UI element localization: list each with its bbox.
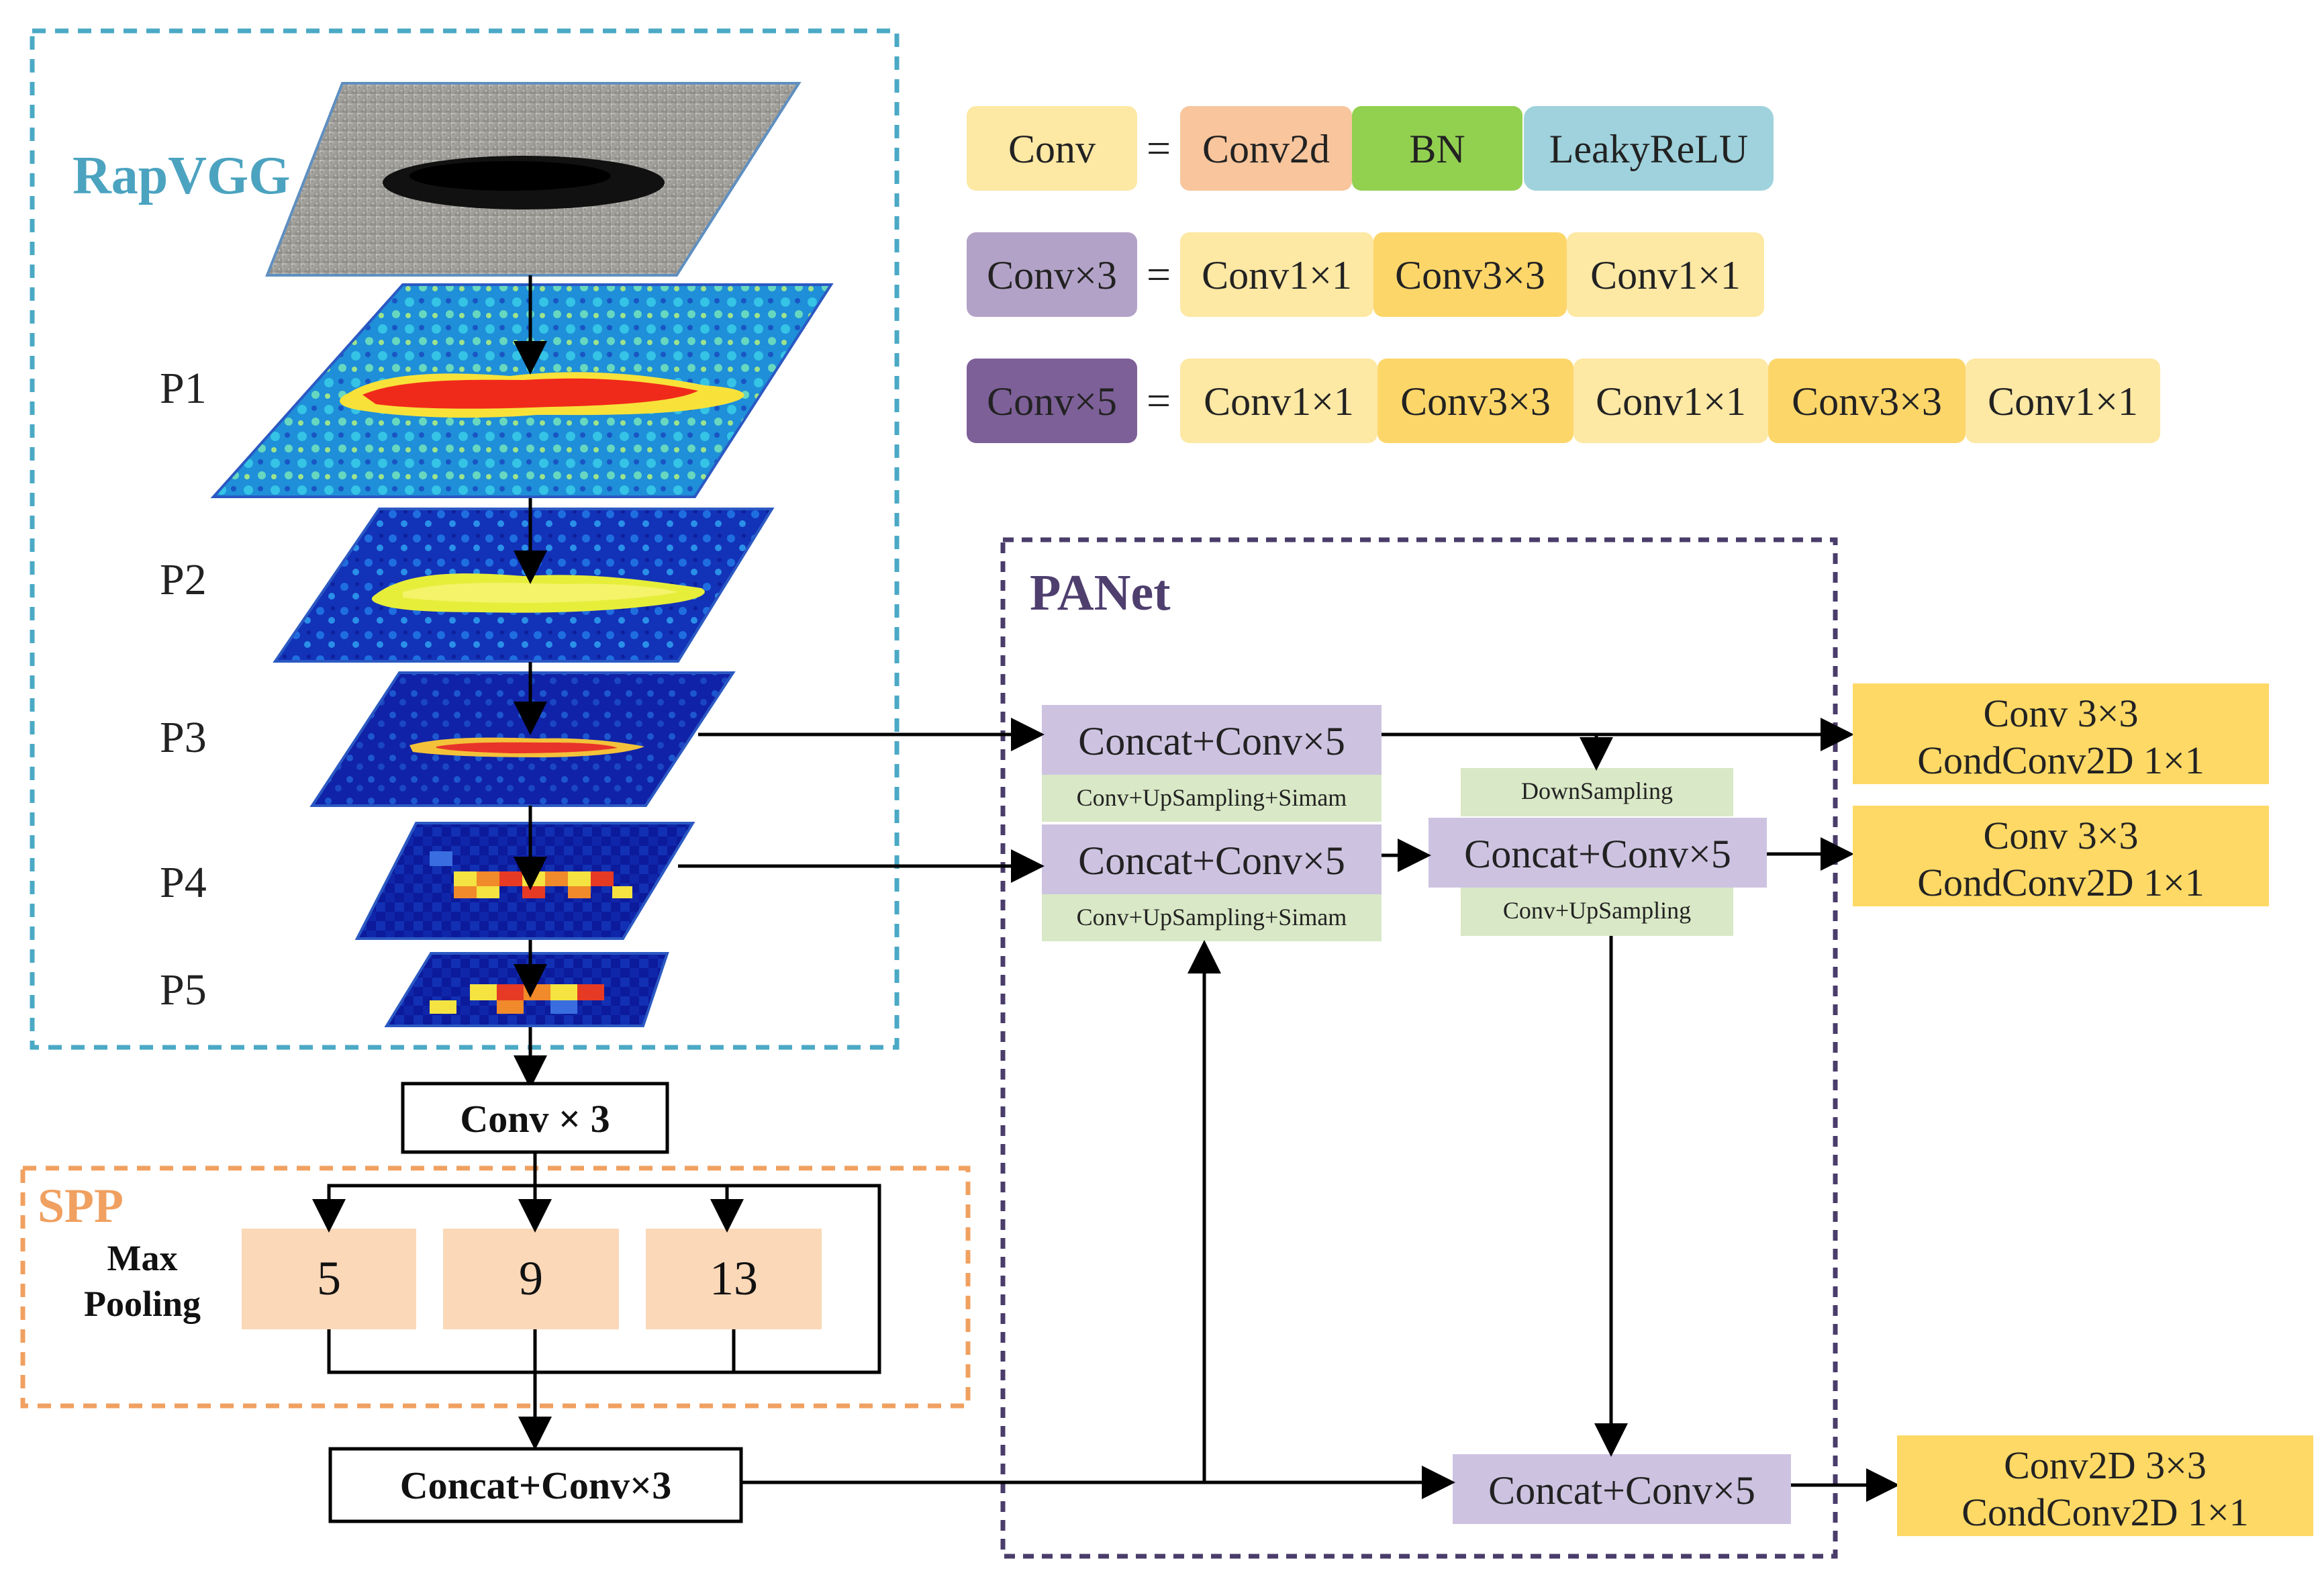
legend-bn: BN [1409,127,1465,171]
panet-frame [1000,537,1838,1559]
panet-up2: Conv+UpSampling+Simam [1077,904,1347,931]
legend-equals-2: = [1147,250,1171,298]
panet-concat1-box [1042,705,1382,775]
legend-conv5-part3: Conv1×1 [1596,379,1746,424]
concat-conv3-box [328,1447,743,1523]
concat-conv3-label: Concat+Conv×3 [400,1464,671,1507]
legend-conv5-label: Conv×5 [987,379,1117,424]
head-3-line1: Conv2D 3×3 [2004,1443,2207,1487]
panet-up2-box [1042,894,1382,941]
legend-conv2d: Conv2d [1202,127,1330,171]
pool-13-label: 13 [710,1251,758,1305]
legend-conv3-part3: Conv1×1 [1590,253,1741,297]
legend-conv-label: Conv [1008,127,1096,171]
label-p3: P3 [160,713,207,762]
legend-conv5-part1: Conv1×1 [1204,379,1354,424]
panet-concat4-box [1453,1454,1791,1524]
legend-conv3-label: Conv×3 [987,253,1117,297]
feature-map-p3 [309,671,736,807]
panet-up3: Conv+UpSampling [1503,897,1691,924]
legend-conv3-label-box [967,232,1137,317]
spp-connectors [312,1152,881,1450]
feature-map-p5 [384,952,669,1027]
detection-heads: Conv 3×3 CondConv2D 1×1 Conv 3×3 CondCon… [1853,683,2313,1536]
legend-conv5-part4: Conv3×3 [1792,379,1942,424]
conv3-box [401,1082,669,1154]
feature-map-p2 [273,508,775,663]
legend-conv5-label-box [967,359,1137,443]
pool-9-box [443,1229,619,1329]
rapvgg-frame [30,28,900,1050]
panet-up3-box [1461,888,1733,936]
panet-concat3-box [1429,818,1767,888]
head-2-line1: Conv 3×3 [1984,814,2139,857]
pool-5-box [242,1229,416,1329]
pool-9-label: 9 [519,1251,543,1305]
input-pothole-image [265,82,802,277]
panet-up1-box [1042,775,1382,822]
legend-conv-label-box [967,106,1137,191]
neck: Conv × 3 SPP Max Pooling 5 9 13 Concat+C… [20,1082,971,1523]
rapvgg-backbone: RapVGG [30,28,900,1089]
legend-conv3-part2-box [1373,232,1567,317]
panet-arrows [678,718,1900,1502]
label-p5: P5 [160,965,207,1014]
pool-13-box [646,1229,822,1329]
head-1-line2: CondConv2D 1×1 [1917,739,2204,782]
legend-conv5-part3-box [1573,359,1768,443]
legend-conv5-part5-box [1966,359,2160,443]
panet-concat1: Concat+Conv×5 [1078,719,1345,763]
panet-concat2-box [1042,824,1382,894]
head-1-line1: Conv 3×3 [1984,692,2139,735]
feature-map-p1 [210,283,834,498]
max-pooling-label-line2: Pooling [84,1284,201,1324]
legend-conv3-part2: Conv3×3 [1395,253,1545,297]
label-p4: P4 [160,858,207,907]
head-3-line2: CondConv2D 1×1 [1962,1490,2248,1534]
legend-conv2d-box [1180,106,1352,191]
legend-conv5-part1-box [1180,359,1377,443]
panet-concat4: Concat+Conv×5 [1488,1468,1755,1513]
p4-activation-blocks [430,851,632,898]
panet-concat3: Concat+Conv×5 [1464,832,1731,876]
panet: PANet Concat+Conv×5 Conv+UpSampling+Sima… [678,537,1900,1559]
label-p1: P1 [160,364,207,413]
legend-leakyrelu: LeakyReLU [1549,127,1749,171]
pool-5-label: 5 [317,1251,341,1305]
legend-conv5-part2-box [1377,359,1573,443]
head-2-box [1853,806,2269,906]
legend-equals-1: = [1147,124,1171,172]
conv3-box-label: Conv × 3 [460,1097,610,1141]
legend-conv5-part2: Conv3×3 [1400,379,1551,424]
legend-leakyrelu-box [1524,106,1774,191]
head-1-box [1853,683,2269,784]
panet-up1: Conv+UpSampling+Simam [1077,784,1347,811]
legend: Conv = Conv2d BN LeakyReLU Conv×3 = Conv… [967,106,2160,443]
legend-conv3-part1: Conv1×1 [1202,253,1352,297]
max-pooling-label-line1: Max [107,1238,178,1278]
legend-conv5-part4-box [1768,359,1966,443]
legend-conv5-part5: Conv1×1 [1988,379,2138,424]
legend-equals-3: = [1147,377,1171,424]
spp-title: SPP [38,1179,124,1233]
panet-down-box [1461,768,1733,816]
panet-down: DownSampling [1521,777,1673,804]
panet-title: PANet [1030,565,1171,621]
legend-conv3-part1-box [1180,232,1373,317]
spp-frame [20,1166,971,1409]
head-3-box [1897,1435,2313,1536]
legend-conv3-part3-box [1567,232,1764,317]
panet-concat2: Concat+Conv×5 [1078,839,1345,883]
label-p2: P2 [160,555,207,604]
rapvgg-title: RapVGG [72,146,291,205]
head-2-line2: CondConv2D 1×1 [1917,861,2204,904]
legend-bn-box [1352,106,1522,191]
feature-map-p4 [354,822,695,940]
